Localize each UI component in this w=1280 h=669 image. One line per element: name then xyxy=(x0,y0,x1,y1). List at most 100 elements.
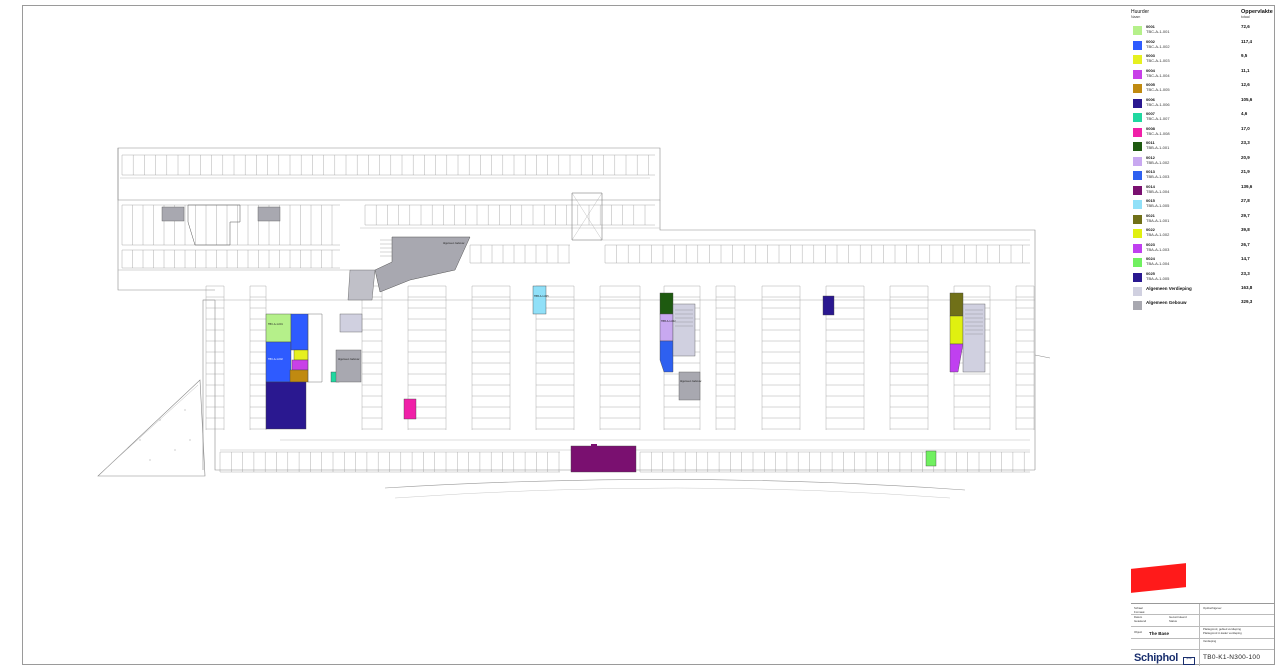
legend-code: 0003 xyxy=(1146,53,1155,58)
legend-swatch xyxy=(1133,98,1142,108)
tb-floor-label: Verdieping xyxy=(1203,639,1217,643)
legend-general-area: 163,8 xyxy=(1241,285,1253,290)
legend-code: 0004 xyxy=(1146,67,1155,73)
unit-0013 xyxy=(659,340,674,373)
legend-name: TBA-A-1-004 xyxy=(1146,261,1170,266)
unit-0006 xyxy=(265,381,307,430)
legend-swatch xyxy=(1133,84,1142,93)
legend-swatch xyxy=(1133,26,1142,35)
legend-header-area-sub: totaal xyxy=(1241,15,1250,19)
legend-name: TBA-A-1-005 xyxy=(1146,275,1170,281)
sheet-border-right xyxy=(1274,5,1275,665)
unit-0023 xyxy=(949,343,964,373)
legend-swatch xyxy=(1133,214,1142,224)
legend-swatch xyxy=(1133,69,1142,79)
legend-swatch xyxy=(1133,171,1142,180)
legend-area: 27,8 xyxy=(1241,198,1250,203)
legend-swatch xyxy=(1133,287,1142,296)
legend-general-name: Algemeen Verdieping xyxy=(1146,286,1192,291)
legend-area: 29,7 xyxy=(1241,212,1250,218)
legend-swatch xyxy=(1133,200,1142,209)
label-unit-d: TBB-A-1-002 xyxy=(661,320,676,323)
legend-name: TBC-A-1-002 xyxy=(1146,43,1170,49)
legend-area: 23,3 xyxy=(1241,270,1250,276)
sheet-border-bottom xyxy=(22,664,1274,665)
legend-area: 20,9 xyxy=(1241,154,1250,160)
drawing-number: TB0-K1-N300-100 xyxy=(1203,654,1261,661)
project-name: The Base xyxy=(1149,631,1170,636)
legend-header-tenant: Huurder xyxy=(1131,9,1150,15)
legend-swatch xyxy=(1133,185,1142,195)
legend-header-tenant-sub: Naam xyxy=(1131,15,1141,19)
label-general-mid: Algemeen Gebouw xyxy=(680,380,701,383)
legend-area: 23,3 xyxy=(1241,140,1250,145)
unit-0014 xyxy=(570,445,637,473)
legend-code: 0023 xyxy=(1146,241,1155,247)
parking-stalls xyxy=(121,154,1035,473)
left-wedge-area xyxy=(97,379,206,477)
sheet-border-left xyxy=(22,5,23,665)
legend-swatch xyxy=(1133,113,1142,122)
legend-general-name: Algemeen Gebouw xyxy=(1146,300,1187,305)
label-unit-b: TBC-A-1-002 xyxy=(268,358,283,361)
legend-code: 0024 xyxy=(1146,256,1155,261)
legend-code: 0005 xyxy=(1146,82,1155,87)
legend-swatch xyxy=(1133,55,1142,64)
legend-code: 0022 xyxy=(1146,227,1155,232)
legend-swatch xyxy=(1133,301,1142,310)
entrance-curve-inner xyxy=(394,487,951,499)
legend-code: 0025 xyxy=(1146,270,1155,276)
legend-header-area: Oppervlakte xyxy=(1241,9,1273,15)
legend-area: 117,4 xyxy=(1241,38,1253,44)
legend-name: TBC-A-1-006 xyxy=(1146,101,1170,107)
legend-area: 139,6 xyxy=(1241,183,1253,189)
legend-area: 14,7 xyxy=(1241,256,1250,261)
unit-0005 xyxy=(289,369,309,383)
legend-code: 0006 xyxy=(1146,96,1155,102)
unit-0021 xyxy=(949,292,964,317)
legend-code: 0021 xyxy=(1146,212,1155,218)
legend-area: 11,1 xyxy=(1241,67,1250,73)
legend-header-right: Oppervlakte totaal xyxy=(1241,9,1273,20)
legend-swatch xyxy=(1133,258,1142,267)
legend-area: 105,6 xyxy=(1241,96,1253,102)
legend-name: TBC-A-1-005 xyxy=(1146,87,1170,92)
tb-object-label: Object xyxy=(1134,630,1143,634)
legend-area: 26,7 xyxy=(1241,241,1250,247)
legend-name: TBA-A-1-001 xyxy=(1146,217,1170,223)
legend-name: TBC-A-1-001 xyxy=(1146,29,1170,34)
entrance-curve-outer xyxy=(384,479,966,491)
unit-0004 xyxy=(291,359,309,371)
schiphol-logo: Schiphol xyxy=(1134,652,1179,664)
legend-name: TBB-A-1-004 xyxy=(1146,188,1170,194)
legend-area: 72,6 xyxy=(1241,24,1250,29)
legend-name: TBC-A-1-007 xyxy=(1146,116,1170,121)
legend-name: TBC-A-1-008 xyxy=(1146,130,1170,136)
tb-client-label: Opdrachtgever xyxy=(1203,606,1222,610)
legend-swatch xyxy=(1133,272,1142,282)
legend-swatch xyxy=(1133,142,1142,151)
unit-0024 xyxy=(925,450,937,467)
unit-0025 xyxy=(822,295,835,316)
legend-name: TBB-A-1-005 xyxy=(1146,203,1170,208)
tb-drawn-label: Getekend xyxy=(1134,619,1147,623)
stair-hatching xyxy=(380,239,983,335)
legend-header-left: Huurder Naam xyxy=(1131,10,1149,20)
legend-code: 0011 xyxy=(1146,140,1155,145)
legend-area: 4,6 xyxy=(1241,111,1248,116)
legend-name: TBB-A-1-002 xyxy=(1146,159,1170,165)
